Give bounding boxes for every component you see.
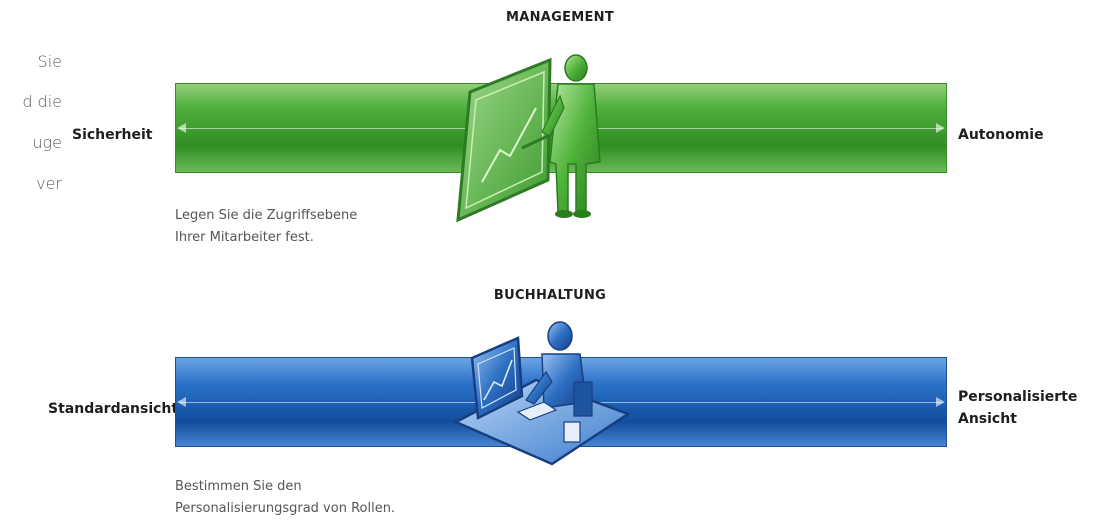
caption-line: Bestimmen Sie den [175,479,302,494]
intro-line: ver [36,174,62,193]
arrow-left-icon [177,123,186,133]
intro-line: uge [32,133,62,152]
right-label-line: Personalisierte [958,389,1078,405]
caption-line: Personalisierungsgrad von Rollen. [175,501,396,516]
management-right-label: Autonomie [958,127,1044,143]
accounting-left-label: Standardansicht [48,401,179,417]
accounting-title: BUCHHALTUNG [493,288,607,303]
right-label-line: Ansicht [958,411,1017,427]
arrow-left-icon [177,397,186,407]
accounting-caption: Bestimmen Sie den Personalisierungsgrad … [175,476,395,520]
intro-line: Sie [37,52,62,71]
presenter-with-board-icon [456,54,601,223]
caption-line: Legen Sie die Zugriffsebene [175,208,358,223]
arrow-right-icon [936,123,945,133]
intro-text-fragment: Sie d die uge ver [0,0,62,200]
management-left-label: Sicherheit [72,127,153,143]
management-caption: Legen Sie die Zugriffsebene Ihrer Mitarb… [175,205,357,249]
person-at-desk-computer-icon [453,321,631,466]
caption-line: Ihrer Mitarbeiter fest. [175,230,314,245]
intro-line: d die [22,92,62,111]
arrow-right-icon [936,397,945,407]
accounting-right-label: Personalisierte Ansicht [958,386,1077,430]
management-title: MANAGEMENT [505,10,615,25]
